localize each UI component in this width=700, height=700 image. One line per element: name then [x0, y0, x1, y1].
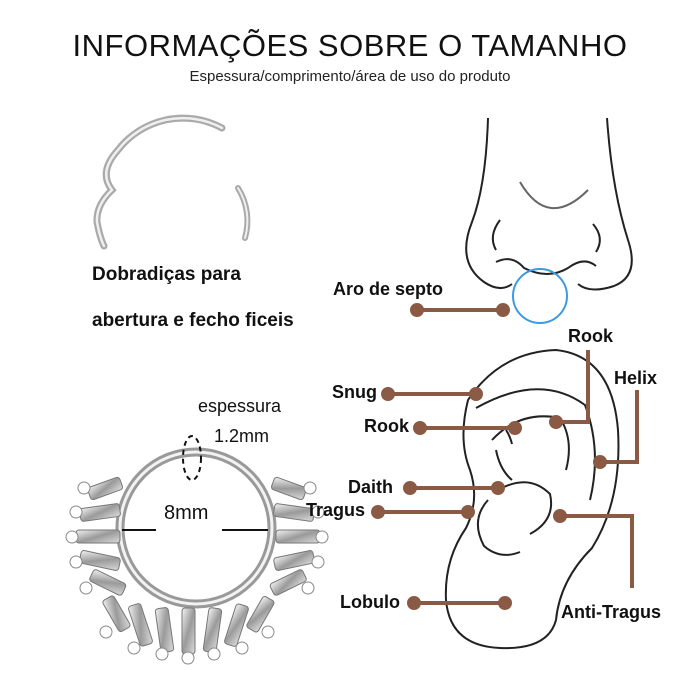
leader-lines: [371, 303, 639, 610]
label-daith: Daith: [348, 477, 393, 497]
page-subtitle: Espessura/comprimento/área de uso do pro…: [189, 68, 511, 85]
label-snug: Snug: [332, 382, 377, 402]
nose-diagram: [465, 117, 633, 324]
label-rook-top: Rook: [568, 326, 613, 346]
hinge-note-line2: abertura e fecho ficeis: [92, 310, 294, 331]
label-anti-tragus: Anti-Tragus: [561, 602, 662, 622]
label-helix: Helix: [614, 368, 658, 388]
page-title: INFORMAÇÕES SOBRE O TAMANHO: [72, 28, 628, 63]
label-lobulo: Lobulo: [340, 592, 400, 612]
jeweled-ring-image: [65, 435, 329, 665]
label-tragus: Tragus: [306, 500, 366, 520]
label-rook-left: Rook: [364, 416, 409, 436]
thickness-label: espessura: [198, 396, 282, 416]
open-hinge-ring-image: [93, 114, 251, 250]
thickness-value: 1.2mm: [214, 426, 270, 446]
label-septum-ring: Aro de septo: [333, 279, 444, 299]
diameter-value: 8mm: [164, 502, 209, 524]
hinge-note-line1: Dobradiças para: [92, 264, 241, 285]
